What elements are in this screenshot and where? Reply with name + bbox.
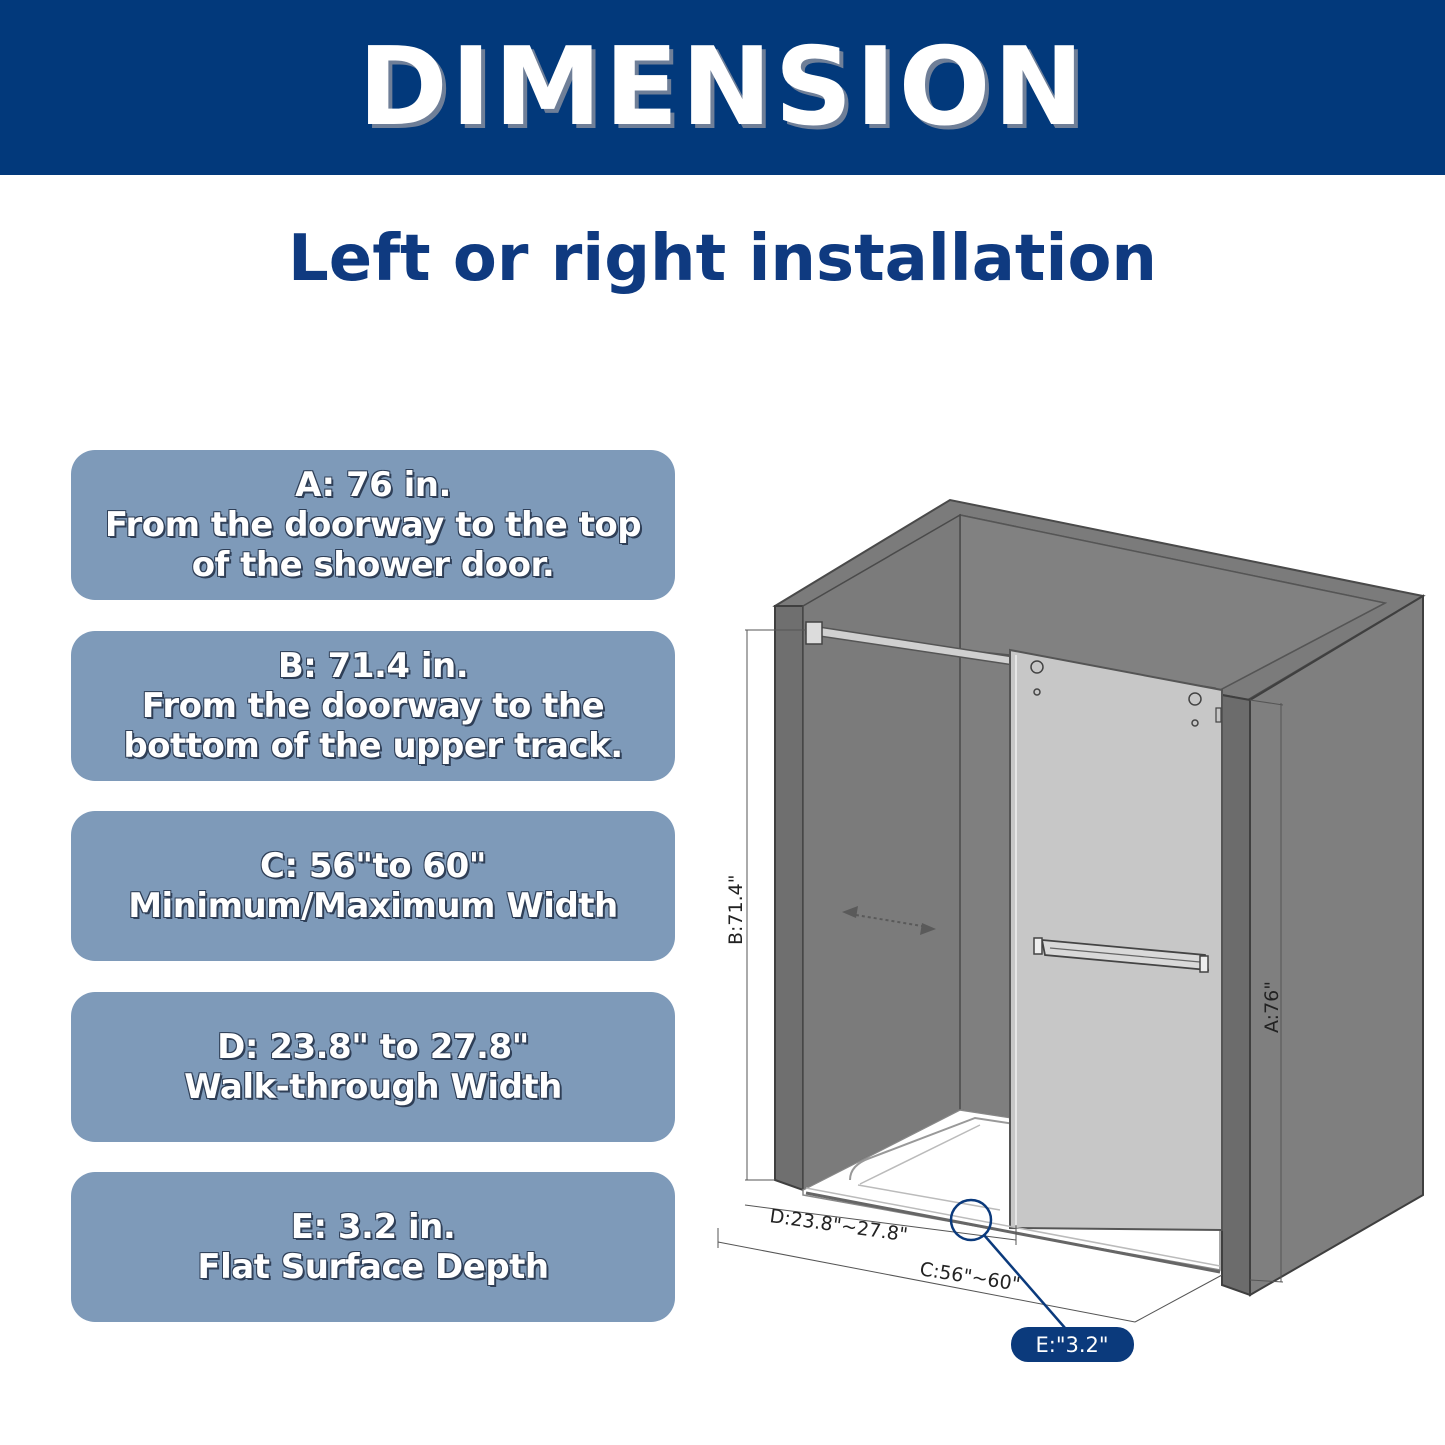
spec-card-d: D: 23.8" to 27.8" Walk-through Width — [71, 992, 675, 1142]
bottom-track — [805, 1191, 1221, 1274]
right-wall-front — [1221, 693, 1251, 1297]
left-wall — [774, 605, 804, 1192]
towel-bar-handle — [1033, 937, 1210, 973]
spec-a-value: A: 76 in. — [295, 465, 451, 505]
callout-line-e — [983, 1234, 1073, 1337]
dimension-b: B:71.4" — [725, 629, 806, 1181]
spec-c-desc-1: Minimum/Maximum Width — [128, 886, 618, 926]
spec-b-desc-2: bottom of the upper track. — [123, 726, 623, 766]
label-b: B:71.4" — [725, 875, 747, 945]
label-a: A:76" — [1261, 981, 1283, 1033]
dimension-a: A:76" — [1249, 699, 1284, 1283]
label-e: E:"3.2" — [1035, 1333, 1108, 1357]
roller-bolt-left — [1033, 688, 1041, 696]
glass-door — [1009, 648, 1223, 1232]
spec-card-e: E: 3.2 in. Flat Surface Depth — [71, 1172, 675, 1322]
spec-e-desc-1: Flat Surface Depth — [197, 1247, 549, 1287]
detail-circle-e — [949, 1198, 993, 1242]
spec-a-desc-2: of the shower door. — [191, 545, 555, 585]
sliding-arrow — [842, 906, 936, 935]
base-rim — [849, 1116, 1221, 1181]
roller-bolt-right — [1191, 719, 1199, 727]
spec-d-desc-1: Walk-through Width — [184, 1067, 562, 1107]
spec-b-value: B: 71.4 in. — [277, 646, 469, 686]
spec-card-b: B: 71.4 in. From the doorway to the bott… — [71, 631, 675, 781]
spec-b-desc-1: From the doorway to the — [141, 686, 605, 726]
label-d: D:23.8"~27.8" — [768, 1205, 909, 1246]
roller-top-right — [1188, 692, 1202, 706]
spec-e-value: E: 3.2 in. — [290, 1207, 456, 1247]
spec-card-c: C: 56"to 60" Minimum/Maximum Width — [71, 811, 675, 961]
spec-a-desc-1: From the doorway to the top — [104, 505, 642, 545]
header-banner: DIMENSION — [0, 0, 1445, 175]
spec-d-value: D: 23.8" to 27.8" — [217, 1027, 529, 1067]
right-wall-side — [1249, 594, 1424, 1297]
base-rim-inner — [857, 1124, 1001, 1211]
roller-top-left — [1030, 660, 1044, 674]
spec-card-a: A: 76 in. From the doorway to the top of… — [71, 450, 675, 600]
badge-e — [1011, 1327, 1134, 1362]
subtitle: Left or right installation — [288, 222, 1157, 296]
page-title: DIMENSION — [358, 25, 1087, 150]
spec-c-value: C: 56"to 60" — [260, 846, 486, 886]
track-end-bracket — [805, 621, 823, 645]
shower-enclosure-diagram: B:71.4" A:76" D:23.8"~27.8" C:56"~60" E:… — [717, 498, 1426, 1362]
left-inner-wall — [802, 513, 961, 1192]
door-stopper — [1215, 707, 1222, 723]
